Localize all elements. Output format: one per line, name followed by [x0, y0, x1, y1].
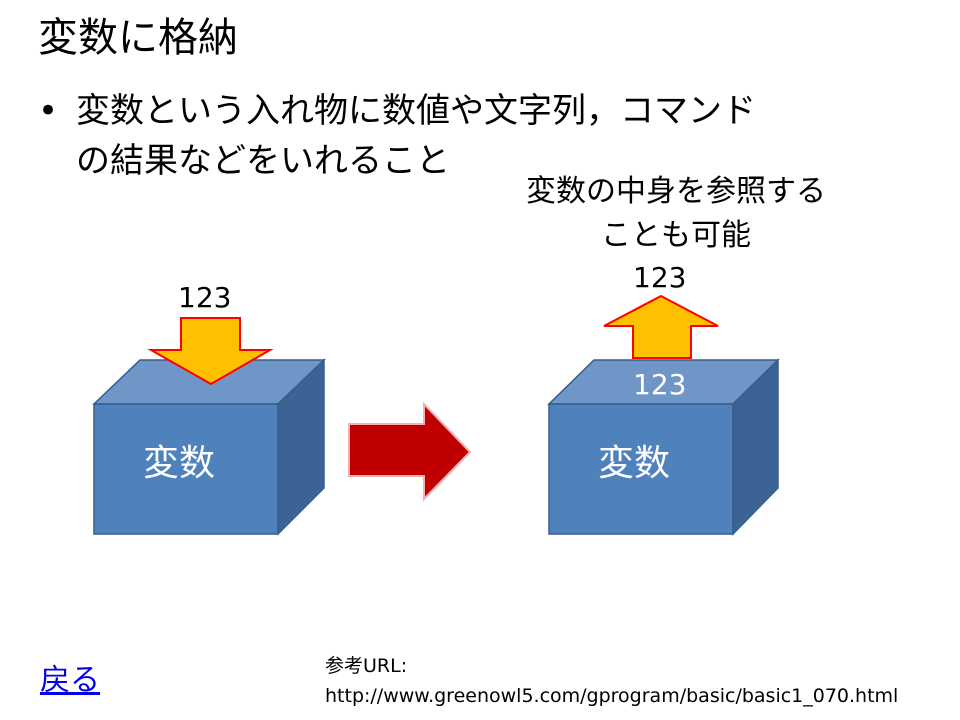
stored-value-label: 123: [633, 368, 687, 401]
box-right-front-face: [548, 403, 734, 535]
variable-box-right: [547, 358, 780, 536]
caption-line-1: 変数の中身を参照する: [526, 174, 826, 209]
input-value-label: 123: [178, 281, 232, 314]
output-value-label: 123: [633, 261, 687, 294]
box-label-left: 変数: [143, 443, 216, 484]
right-arrow-icon: [348, 401, 472, 502]
up-arrow-icon: [603, 294, 719, 359]
reference-url[interactable]: http://www.greenowl5.com/gprogram/basic/…: [325, 685, 899, 707]
reference-label: 参考URL:: [325, 655, 408, 677]
caption-line-2: ことも可能: [601, 218, 751, 253]
slide-title: 変数に格納: [38, 15, 238, 61]
box-left-front-face: [93, 403, 279, 535]
down-arrow-icon: [147, 317, 274, 386]
bullet-marker: •: [38, 91, 59, 131]
back-link[interactable]: 戻る: [40, 663, 100, 698]
variable-box-left: [92, 358, 326, 536]
bullet-text-line-1: 変数という入れ物に数値や文字列，コマンド: [76, 91, 756, 131]
bullet-text-line-2: の結果などをいれること: [76, 141, 450, 181]
box-label-right: 変数: [598, 443, 671, 484]
